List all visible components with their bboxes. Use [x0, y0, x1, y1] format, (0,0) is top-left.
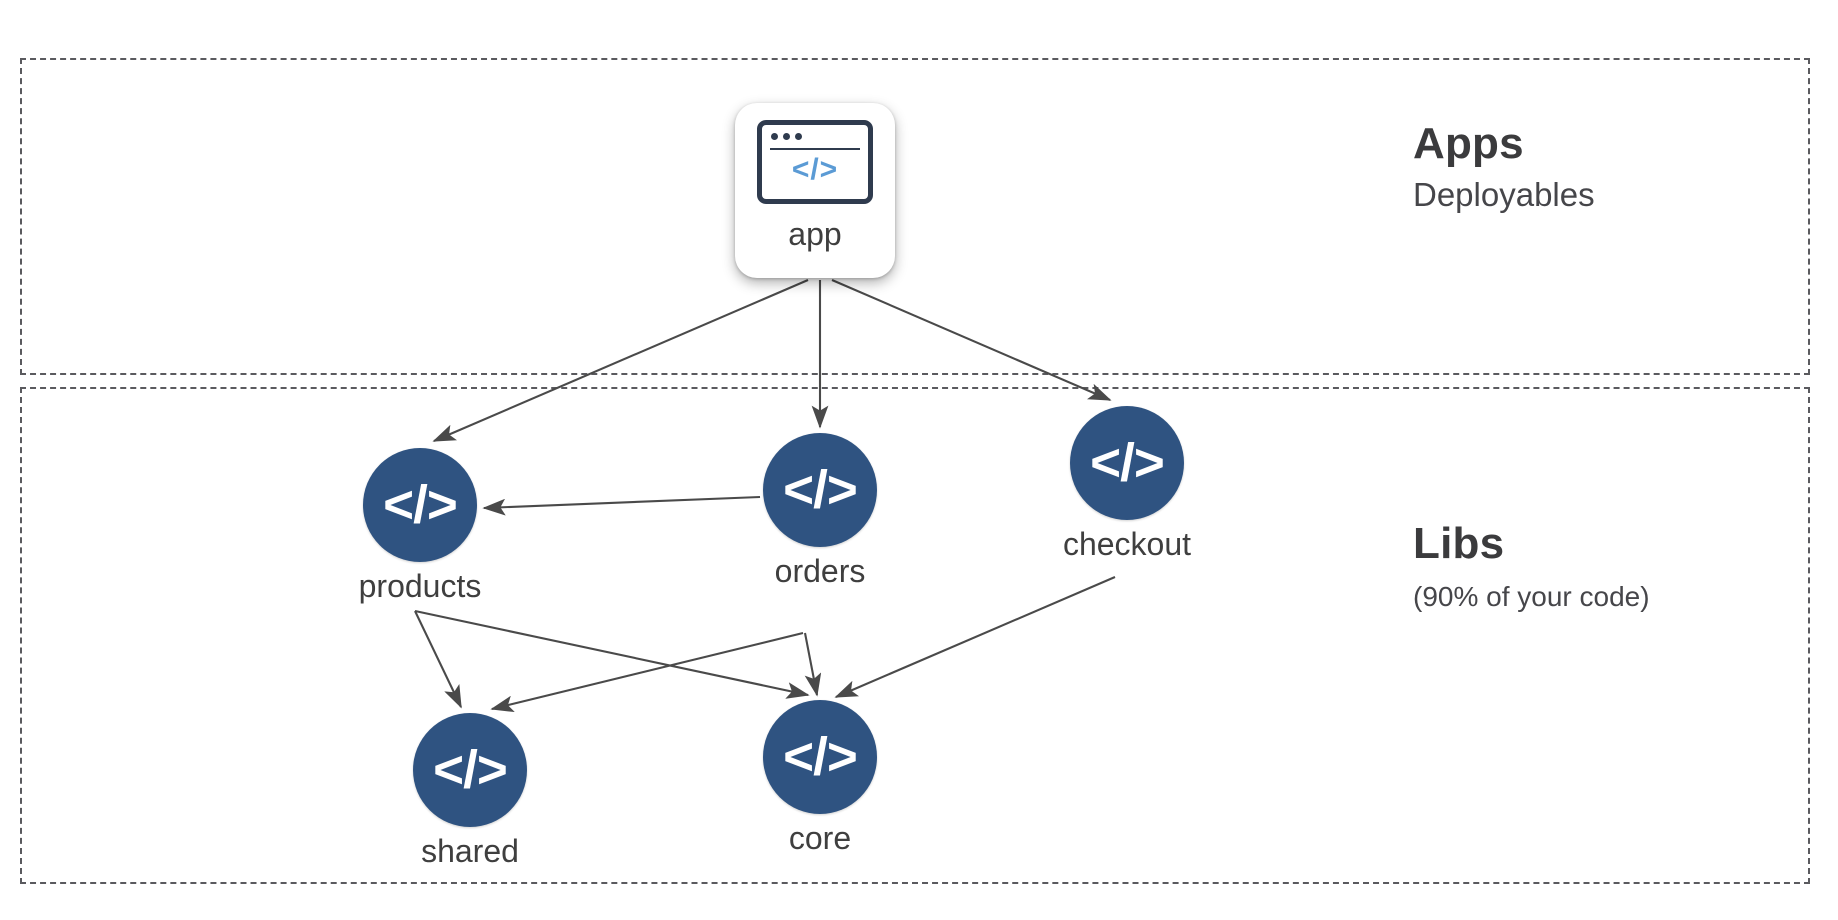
code-icon: </> [363, 448, 477, 562]
zone-apps-subtitle: Deployables [1413, 175, 1595, 213]
zone-libs-subtitle: (90% of your code) [1413, 580, 1650, 612]
zone-apps-caption: Apps Deployables [1413, 118, 1595, 215]
node-checkout-label: checkout [1062, 526, 1192, 562]
code-icon: </> [1070, 406, 1184, 520]
code-glyph: </> [791, 153, 839, 186]
browser-code-icon: </> [757, 120, 873, 204]
code-glyph: </> [383, 475, 458, 535]
code-glyph: </> [783, 727, 858, 787]
code-glyph: </> [1090, 433, 1165, 493]
node-app-label: app [788, 216, 842, 252]
code-glyph: </> [783, 460, 858, 520]
zone-libs-caption: Libs (90% of your code) [1413, 518, 1650, 613]
node-products[interactable]: </> products [359, 448, 481, 604]
zone-apps [20, 58, 1810, 375]
zone-libs [20, 387, 1810, 884]
node-checkout[interactable]: </> checkout [1063, 406, 1191, 562]
node-app[interactable]: </> app [735, 103, 895, 278]
node-orders-label: orders [774, 553, 866, 589]
zone-apps-title: Apps [1413, 119, 1524, 168]
node-core-label: core [788, 820, 852, 856]
code-icon: </> [413, 713, 527, 827]
code-icon: </> [763, 433, 877, 547]
node-shared-label: shared [421, 833, 519, 869]
zone-libs-title: Libs [1413, 519, 1505, 568]
node-core[interactable]: </> core [763, 700, 877, 856]
window-divider [770, 148, 860, 150]
code-icon: </> [763, 700, 877, 814]
window-dots-icon [771, 133, 802, 140]
node-products-label: products [358, 568, 482, 604]
node-orders[interactable]: </> orders [763, 433, 877, 589]
code-glyph: </> [433, 740, 508, 800]
node-shared[interactable]: </> shared [413, 713, 527, 869]
